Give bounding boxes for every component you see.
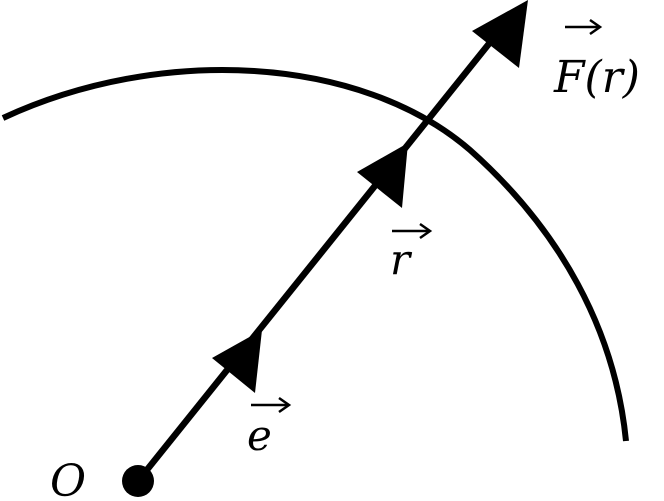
origin-label: O: [50, 456, 86, 501]
vector-arrow-icon: [565, 18, 603, 36]
unit-vector-label: e: [247, 411, 272, 460]
force-vector-label-group: F(r): [553, 18, 640, 103]
position-vector-arrowhead: [357, 143, 408, 208]
origin-point: [122, 465, 154, 497]
unit-vector-arrowhead: [212, 330, 262, 393]
vector-arrow-icon: [392, 222, 433, 240]
radial-line: [135, 27, 503, 484]
position-vector-label: r: [390, 235, 413, 284]
force-vector-arrowhead: [472, 0, 528, 68]
position-vector-label-group: r: [390, 222, 433, 284]
circular-arc: [1, 67, 629, 442]
unit-vector-label-group: e: [247, 396, 292, 460]
force-vector-label: F(r): [553, 52, 640, 103]
vector-arrow-icon: [251, 396, 292, 414]
